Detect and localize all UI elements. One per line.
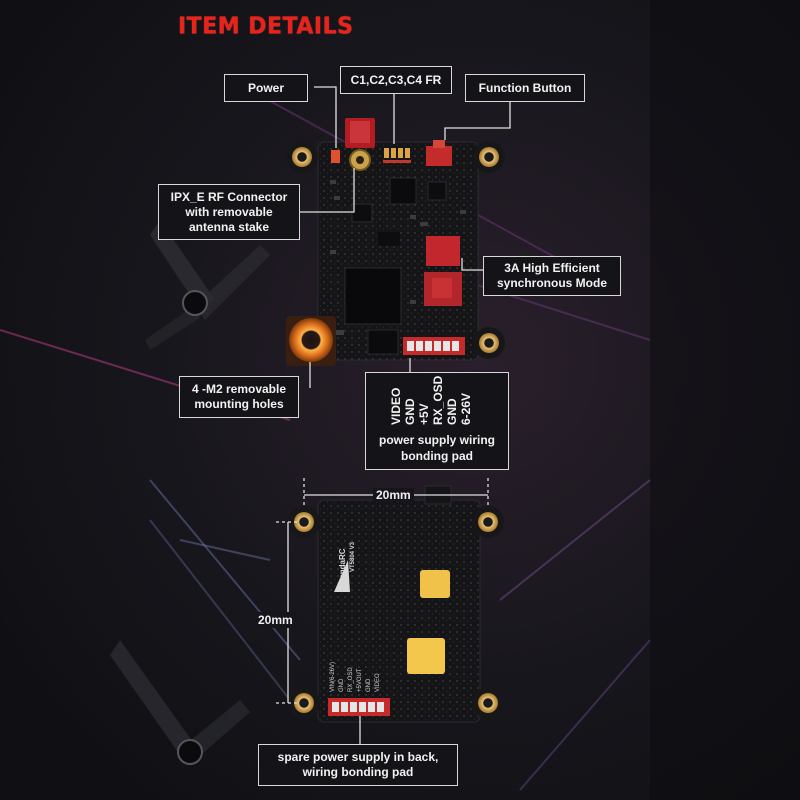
callout-power-label: Power xyxy=(247,80,284,95)
pin-label-gnd: GND xyxy=(403,398,417,425)
callout-power: Power xyxy=(224,74,308,102)
back-pin-gnd: GND xyxy=(339,678,345,692)
callout-rf-line-1: IPX_E RF Connector xyxy=(170,189,288,204)
mounting-hole-front-tr xyxy=(479,147,499,167)
m2-mounting-hole xyxy=(286,316,336,366)
back-pin-rx-osd: RX_OSD xyxy=(348,667,354,692)
callout-back-wiring: spare power supply in back, wiring bondi… xyxy=(258,744,458,786)
back-wiring-pads xyxy=(328,698,390,716)
back-model-label: VT5804 V3 xyxy=(350,541,356,572)
pin-label-rx-osd: RX_OSD xyxy=(431,375,445,425)
dimension-width-label: 20mm xyxy=(373,488,414,502)
pandarc-logo-icon xyxy=(334,560,350,592)
callout-back-line-2: wiring bonding pad xyxy=(302,765,414,779)
right-dark-strip xyxy=(650,0,800,800)
callout-power-mode-line-1: 3A High Efficient xyxy=(504,261,600,275)
callout-rf-line-2: with removable xyxy=(185,204,273,219)
callout-function-button-label: Function Button xyxy=(478,80,572,95)
back-pin-video: VIDEO xyxy=(375,673,381,692)
wiring-pad-caption-2: bonding pad xyxy=(401,449,473,463)
back-brand-label: PandaRC xyxy=(338,548,347,584)
back-pin-gnd-2: GND xyxy=(366,678,372,692)
front-wiring-pads xyxy=(403,337,465,355)
regulator-inductor xyxy=(426,236,460,266)
callout-rf-connector: IPX_E RF Connector with removable antenn… xyxy=(158,184,300,240)
wiring-pad-callout: VIDEO GND +5V RX_OSD GND 6-26V power sup… xyxy=(365,372,509,470)
callout-mounting-line-1: 4 -M2 removable xyxy=(191,382,287,396)
thermal-pad-lower xyxy=(407,638,445,674)
callout-rf-line-3: antenna stake xyxy=(188,219,270,234)
pin-label-video: VIDEO xyxy=(389,387,403,425)
callout-channels: C1,C2,C3,C4 FR xyxy=(340,66,452,94)
callout-mounting-line-2: mounting holes xyxy=(194,397,284,411)
mounting-hole-back-tr xyxy=(478,512,498,532)
propeller-decoration xyxy=(110,220,270,765)
callout-back-line-1: spare power supply in back, xyxy=(277,750,439,764)
callout-power-mode: 3A High Efficient synchronous Mode xyxy=(483,256,621,296)
power-led xyxy=(331,150,340,163)
main-ic xyxy=(344,267,402,325)
mounting-hole-back-br xyxy=(478,693,498,713)
dimension-height-label: 20mm xyxy=(257,612,294,628)
back-board xyxy=(288,485,504,723)
wiring-pad-caption-1: power supply wiring xyxy=(378,433,495,447)
mounting-hole-front-br xyxy=(479,333,499,353)
mounting-hole-back-tl xyxy=(294,512,314,532)
callout-function-button: Function Button xyxy=(465,74,585,102)
light-streaks xyxy=(0,89,651,791)
pin-label-gnd-2: GND xyxy=(445,398,459,425)
thermal-pad-upper xyxy=(420,570,450,598)
mounting-hole-front-tl xyxy=(292,147,312,167)
pin-label-vin: 6-26V xyxy=(459,392,473,425)
page-title: ITEM DETAILS xyxy=(178,13,354,40)
callout-power-mode-line-2: synchronous Mode xyxy=(496,276,607,290)
callout-channels-label: C1,C2,C3,C4 FR xyxy=(350,72,442,87)
mounting-hole-back-bl xyxy=(294,693,314,713)
function-button[interactable] xyxy=(426,146,452,166)
callout-mounting-holes: 4 -M2 removable mounting holes xyxy=(179,376,299,418)
pin-label-5v: +5V xyxy=(417,403,431,425)
back-pin-vin: VIN(6-26V) xyxy=(330,661,336,692)
back-pin-5vout: +5VOUT xyxy=(357,668,363,692)
